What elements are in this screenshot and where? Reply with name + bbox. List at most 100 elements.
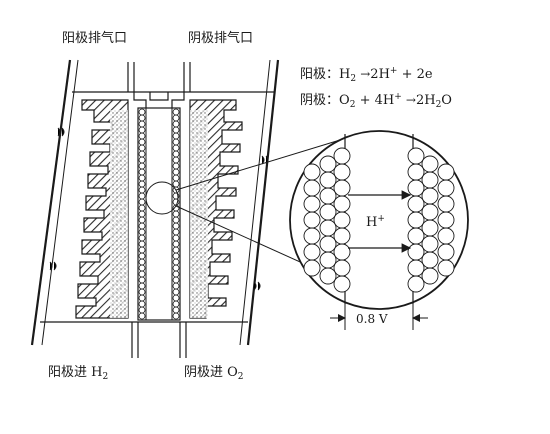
catalyst-bead — [172, 120, 180, 128]
cathode-exhaust-label: 阴极排气口 — [188, 30, 253, 46]
catalyst-sphere — [333, 211, 351, 229]
catalyst-sphere — [319, 219, 337, 237]
catalyst-sphere — [437, 227, 455, 245]
catalyst-sphere — [437, 243, 455, 261]
cathode-catalyst-beads — [172, 108, 180, 320]
catalyst-bead — [172, 240, 180, 248]
catalyst-bead — [172, 312, 180, 320]
catalyst-bead — [172, 306, 180, 314]
catalyst-sphere — [303, 179, 321, 197]
catalyst-bead — [172, 126, 180, 134]
catalyst-bead — [172, 168, 180, 176]
anode-inlet-label: 阳极进 H2 — [48, 365, 108, 382]
catalyst-sphere — [407, 179, 425, 197]
catalyst-bead — [138, 300, 146, 308]
catalyst-sphere — [407, 259, 425, 277]
left-housing-wall-inner — [41, 59, 79, 346]
catalyst-sphere — [319, 155, 337, 173]
catalyst-bead — [172, 210, 180, 218]
catalyst-sphere — [333, 243, 351, 261]
catalyst-sphere — [421, 187, 439, 205]
catalyst-sphere — [421, 251, 439, 269]
catalyst-bead — [172, 216, 180, 224]
catalyst-bead — [138, 312, 146, 320]
catalyst-bead — [138, 156, 146, 164]
catalyst-sphere — [303, 163, 321, 181]
catalyst-bead — [172, 138, 180, 146]
catalyst-sphere — [333, 195, 351, 213]
magnified-view — [289, 130, 469, 310]
catalyst-bead — [172, 264, 180, 272]
cathode-gas-channel — [190, 110, 208, 318]
catalyst-bead — [172, 162, 180, 170]
catalyst-sphere — [319, 171, 337, 189]
catalyst-bead — [172, 222, 180, 230]
catalyst-sphere — [421, 171, 439, 189]
catalyst-bead — [172, 156, 180, 164]
catalyst-bead — [138, 306, 146, 314]
catalyst-bead — [138, 282, 146, 290]
catalyst-bead — [172, 132, 180, 140]
catalyst-sphere — [421, 155, 439, 173]
catalyst-bead — [172, 150, 180, 158]
catalyst-bead — [138, 192, 146, 200]
catalyst-bead — [138, 228, 146, 236]
anode-exhaust-label: 阳极排气口 — [62, 30, 127, 46]
catalyst-bead — [138, 120, 146, 128]
catalyst-bead — [172, 174, 180, 182]
catalyst-bead — [138, 276, 146, 284]
zoom-line-top — [175, 139, 341, 191]
catalyst-bead — [172, 282, 180, 290]
catalyst-sphere — [437, 179, 455, 197]
catalyst-sphere — [437, 195, 455, 213]
catalyst-sphere — [303, 227, 321, 245]
catalyst-sphere — [407, 211, 425, 229]
catalyst-bead — [138, 162, 146, 170]
catalyst-bead — [138, 168, 146, 176]
anode-equation: 阳极：H2 →2H+ + 2e — [300, 66, 433, 84]
catalyst-bead — [138, 252, 146, 260]
catalyst-bead — [172, 114, 180, 122]
catalyst-sphere — [421, 267, 439, 285]
catalyst-bead — [172, 246, 180, 254]
catalyst-bead — [172, 258, 180, 266]
catalyst-bead — [138, 234, 146, 242]
catalyst-sphere — [421, 235, 439, 253]
cathode-inlet-label: 阴极进 O2 — [184, 365, 244, 382]
catalyst-sphere — [319, 251, 337, 269]
catalyst-bead — [138, 198, 146, 206]
catalyst-bead — [172, 294, 180, 302]
catalyst-sphere — [333, 259, 351, 277]
catalyst-sphere — [333, 227, 351, 245]
catalyst-sphere — [437, 259, 455, 277]
catalyst-bead — [172, 234, 180, 242]
catalyst-sphere — [333, 163, 351, 181]
catalyst-bead — [172, 252, 180, 260]
electrolyte-assembly — [137, 107, 181, 321]
catalyst-sphere — [437, 211, 455, 229]
catalyst-sphere — [319, 203, 337, 221]
catalyst-bead — [138, 288, 146, 296]
catalyst-bead — [138, 216, 146, 224]
catalyst-sphere — [303, 211, 321, 229]
catalyst-sphere — [407, 147, 425, 165]
anode-catalyst-beads — [138, 108, 146, 320]
catalyst-bead — [138, 264, 146, 272]
catalyst-bead — [138, 240, 146, 248]
catalyst-bead — [138, 204, 146, 212]
inlet-ports — [131, 322, 187, 358]
catalyst-bead — [138, 174, 146, 182]
catalyst-sphere — [407, 163, 425, 181]
voltage-dimension — [330, 300, 428, 330]
catalyst-bead — [172, 228, 180, 236]
catalyst-bead — [138, 108, 146, 116]
catalyst-sphere — [407, 243, 425, 261]
catalyst-bead — [172, 180, 180, 188]
catalyst-bead — [138, 138, 146, 146]
catalyst-sphere — [407, 195, 425, 213]
cathode-equation: 阴极：O2 + 4H+ →2H2O — [300, 92, 452, 110]
catalyst-sphere — [333, 147, 351, 165]
catalyst-bead — [172, 300, 180, 308]
catalyst-bead — [138, 114, 146, 122]
